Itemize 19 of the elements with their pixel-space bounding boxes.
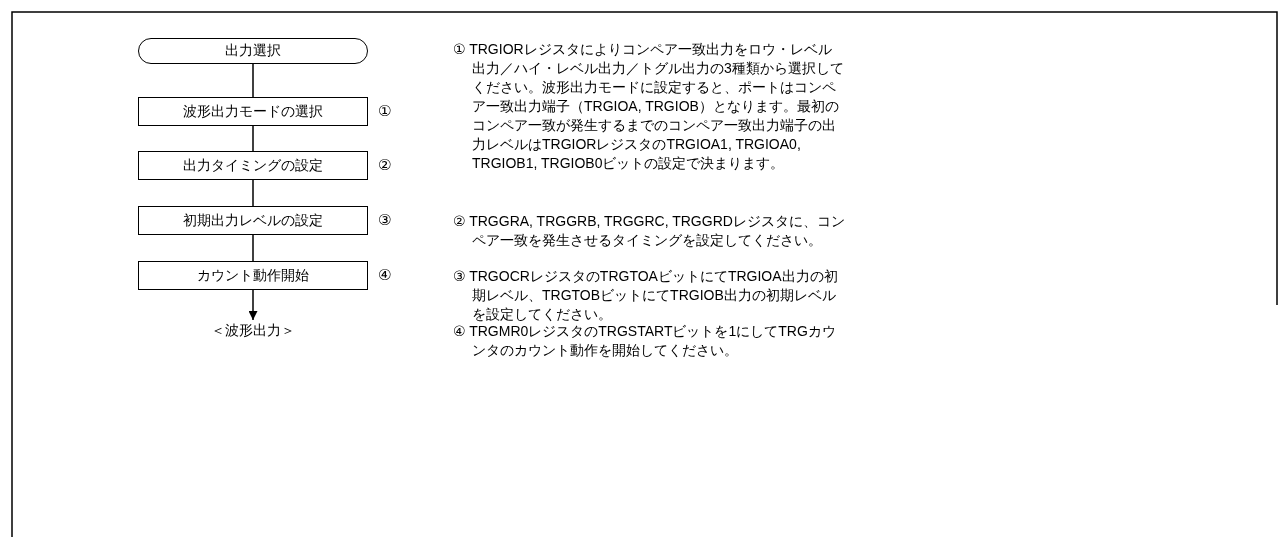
process-box: 初期出力レベルの設定 [138, 206, 368, 235]
note-text: ① TRGIORレジスタによりコンペア一致出力をロウ・レベル出力／ハイ・レベル出力／トグル出力の3種類から選択してください。波形出力モードに設定すると、ポートはコンペア一致出力端子（TRGIOA, TRGIOB）となります。最初のコンペア一致が発生するまでのコンペア一致出力端子の出力レベルはTRGIORレジスタのTRGIOA1, TRGIOA0, TRGIOB1, TRGIOB0ビットの設定で決まります。 [453, 40, 845, 173]
connector-line [252, 125, 254, 152]
output-text: ＜波形出力＞ [203, 320, 303, 342]
connector-line [252, 179, 254, 207]
note-text: ② TRGGRA, TRGGRB, TRGGRC, TRGGRDレジスタに、コンペア一致を発生させるタイミングを設定してください。 [453, 212, 845, 250]
step-number: ② [378, 156, 392, 174]
connector-line [252, 234, 254, 262]
step-number: ① [378, 102, 392, 120]
step-number: ③ [378, 211, 392, 229]
process-box: 出力タイミングの設定 [138, 151, 368, 180]
arrow [248, 289, 258, 321]
note-text: ③ TRGOCRレジスタのTRGTOAビットにてTRGIOA出力の初期レベル、TRGTOBビットにてTRGIOB出力の初期レベルを設定してください。 [453, 267, 839, 324]
start-terminator: 出力選択 [138, 38, 368, 64]
process-box: カウント動作開始 [138, 261, 368, 290]
note-text: ④ TRGMR0レジスタのTRGSTARTビットを1にしてTRGカウンタのカウント動作を開始してください。 [453, 322, 837, 360]
step-number: ④ [378, 266, 392, 284]
connector-line [252, 63, 254, 98]
process-box: 波形出力モードの選択 [138, 97, 368, 126]
